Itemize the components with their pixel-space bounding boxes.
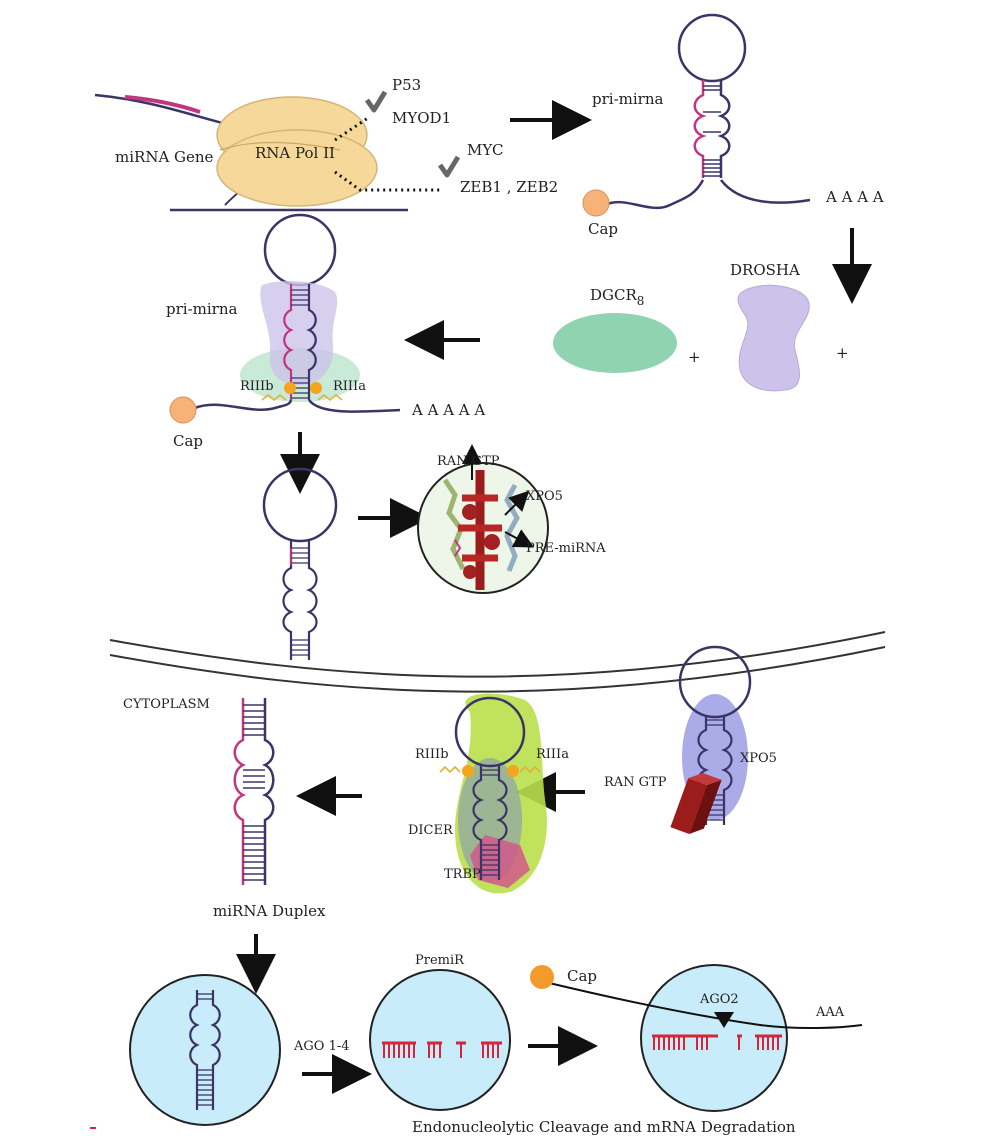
mirna-duplex: CYTOPLASM miRNA Duplex bbox=[123, 697, 326, 920]
check-icon bbox=[364, 90, 388, 113]
rna-pol-ii-label: RNA Pol II bbox=[255, 144, 335, 162]
aaaaa-label: A A A A A bbox=[411, 401, 485, 419]
riiib-label: RIIIb bbox=[240, 379, 274, 394]
mirna-gene-label: miRNA Gene bbox=[115, 148, 214, 166]
xpo5-label: XPO5 bbox=[740, 751, 777, 766]
pri-mirna-mid-label: pri-mirna bbox=[166, 300, 237, 318]
zeb-label: ZEB1 , ZEB2 bbox=[460, 178, 558, 196]
loading-circle bbox=[129, 974, 281, 1126]
riiia-label: RIIIa bbox=[333, 379, 366, 394]
regulator-line-lower bbox=[334, 170, 440, 192]
trbp-label: TRBP bbox=[444, 867, 481, 882]
cytoplasm-label: CYTOPLASM bbox=[123, 697, 210, 712]
check-icon bbox=[437, 155, 461, 178]
caption: Endonucleolytic Cleavage and mRNA Degrad… bbox=[412, 1118, 796, 1136]
dgcr8-drosha-group: DGCR8 + DROSHA + bbox=[553, 261, 849, 392]
xpo5-label: XPO5 bbox=[526, 489, 563, 504]
riiia-label: RIIIa bbox=[536, 747, 569, 762]
drosha-label: DROSHA bbox=[730, 261, 800, 279]
cap-icon bbox=[582, 189, 610, 217]
riiib-label: RIIIb bbox=[415, 747, 449, 762]
transcription-section: RNA Pol II miRNA Gene P53 MYOD1 MYC ZEB1… bbox=[94, 76, 558, 212]
ago2-cleavage-marker bbox=[714, 1012, 734, 1028]
nuclear-membrane-outer bbox=[109, 631, 886, 678]
riiib-site bbox=[284, 382, 296, 394]
mirna-duplex-label: miRNA Duplex bbox=[213, 902, 326, 920]
aaaa-label: A A A A bbox=[825, 188, 884, 206]
dgcr8-label: DGCR8 bbox=[590, 286, 644, 308]
ran-gtp-label: RAN GTP bbox=[437, 454, 500, 469]
nuclear-membrane-inner bbox=[109, 646, 886, 693]
riiia-site bbox=[310, 382, 322, 394]
drosha-bound bbox=[260, 280, 338, 385]
aaa-label: AAA bbox=[815, 1005, 845, 1020]
dgcr8-shape bbox=[553, 313, 677, 373]
premir-circle: PremiR bbox=[369, 953, 511, 1111]
drosha-shape bbox=[737, 284, 810, 392]
myod1-label: MYOD1 bbox=[392, 109, 451, 127]
ran-gtp-label: RAN GTP bbox=[604, 775, 667, 790]
ago2-label: AGO2 bbox=[699, 992, 739, 1007]
cap-icon bbox=[530, 965, 554, 989]
ran-gtp-shape bbox=[670, 772, 722, 834]
xpo5-structure: RAN GTP XPO5 PRE-miRNA bbox=[417, 444, 606, 594]
cap-mid-label: Cap bbox=[173, 432, 203, 450]
ago14-label: AGO 1-4 bbox=[293, 1039, 350, 1054]
myc-label: MYC bbox=[467, 141, 503, 159]
cap-top-label: Cap bbox=[588, 220, 618, 238]
microprocessor-complex: pri-mirna RIIIb RIIIa A A A A A Cap bbox=[166, 213, 485, 450]
gene-segment bbox=[124, 95, 201, 114]
pre-mirna-hairpin bbox=[262, 467, 338, 660]
plus-sign: + bbox=[688, 348, 701, 366]
p53-label: P53 bbox=[392, 76, 421, 94]
dicer-complex: RIIIb RIIIa DICER TRBP bbox=[408, 693, 569, 894]
cap-bottom-label: Cap bbox=[567, 967, 597, 985]
exported-pre-mirna: XPO5 RAN GTP bbox=[604, 645, 777, 834]
pri-mirna-top-label: pri-mirna bbox=[592, 90, 663, 108]
rna-pol-ii-lower bbox=[216, 129, 378, 207]
premir-label: PremiR bbox=[415, 953, 465, 968]
dicer-label: DICER bbox=[408, 823, 454, 838]
pre-mirna-label: PRE-miRNA bbox=[526, 541, 606, 556]
plus-sign: + bbox=[836, 344, 849, 362]
regulator-line-upper bbox=[334, 116, 369, 142]
pri-mirna-top: pri-mirna A A A A Cap bbox=[582, 13, 884, 238]
cap-icon bbox=[169, 396, 197, 424]
cleavage-circle: Cap AGO2 AAA bbox=[530, 964, 863, 1112]
